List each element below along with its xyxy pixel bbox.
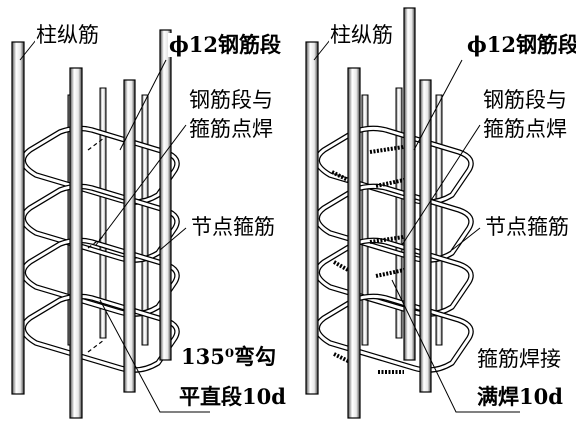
right-fullweld-label-line2: 满焊10d	[476, 384, 564, 409]
left-column-bar	[123, 79, 136, 393]
left-leader-segment	[119, 59, 167, 151]
right-back-bar	[361, 94, 369, 346]
left-leader-column	[19, 39, 37, 61]
right-column-bar	[403, 7, 416, 361]
left-hook-label-line1: 135⁰弯勾	[180, 344, 278, 369]
left-hook-label-line2: 平直段10d	[178, 384, 287, 409]
left-column-bar-label: 柱纵筋	[35, 23, 100, 47]
right-stirrup	[314, 183, 474, 263]
right-leader-column	[313, 39, 331, 61]
left-leader-hook	[99, 299, 210, 413]
right-back-bar	[435, 94, 443, 346]
right-node-stirrup-label: 节点箍筋	[484, 215, 570, 239]
right-leader-weld	[401, 124, 481, 246]
left-column-bar	[159, 29, 172, 361]
left-leader-weld	[95, 124, 187, 246]
left-leader-node	[159, 227, 187, 251]
left-column-bar	[11, 41, 25, 395]
left-column-bar	[69, 67, 83, 419]
right-column-bar	[419, 79, 432, 393]
right-leader-fullweld	[391, 279, 520, 413]
right-segment-label: ϕ12钢筋段	[466, 33, 576, 57]
right-column-bar	[305, 41, 319, 395]
left-weld-label-line1: 钢筋段与	[188, 88, 274, 112]
right-stirrup	[314, 293, 474, 373]
left-back-bar	[141, 94, 149, 346]
right-stirrup	[314, 125, 474, 205]
right-leader-segment	[413, 59, 463, 151]
left-weld-label-line2: 箍筋点焊	[188, 117, 274, 141]
left-segment-label: ϕ12钢筋段	[168, 32, 282, 57]
left-segment-bar	[99, 87, 107, 339]
right-weld-seams	[331, 144, 411, 374]
right-fullweld-label-line1: 箍筋焊接	[476, 347, 562, 371]
right-segment-bar	[395, 87, 403, 339]
right-weld-label-line1: 钢筋段与	[482, 88, 568, 112]
right-leader-node	[451, 227, 481, 251]
right-assembly	[305, 7, 520, 419]
right-column-bar	[347, 67, 361, 419]
right-column-bar-label: 柱纵筋	[329, 23, 394, 47]
left-assembly	[11, 29, 210, 419]
left-node-stirrup-label: 节点箍筋	[190, 215, 276, 239]
right-weld-label-line2: 箍筋点焊	[482, 117, 568, 141]
